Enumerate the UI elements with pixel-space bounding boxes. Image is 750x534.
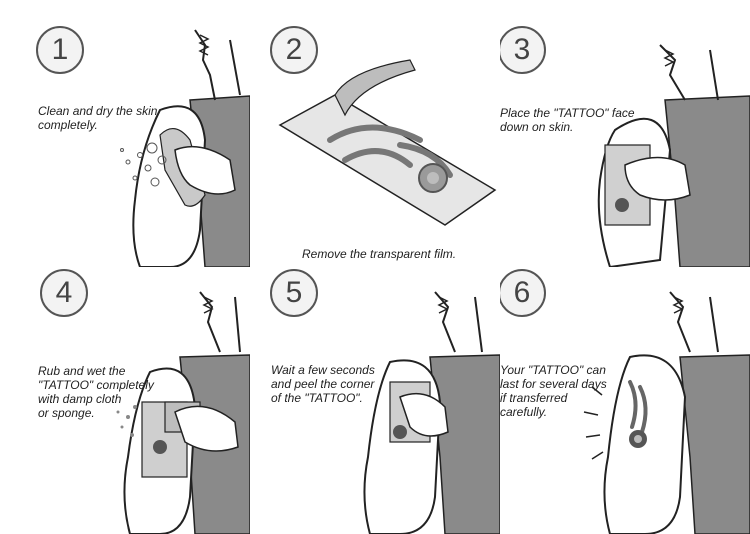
step-5-panel: 5 Wait a few seconds and peel the corner… [250,267,500,534]
caption-line: Remove the transparent film. [302,247,457,261]
caption-line: Wait a few seconds [271,363,375,377]
place-tattoo-illustration [597,44,750,267]
step-1-panel: 1 Clean and dry the skin completely. [0,0,250,267]
caption-line: and peel the corner [271,377,375,391]
peel-corner-illustration [363,291,500,534]
step-1-number: 1 [36,26,84,74]
step-5-number: 5 [270,269,318,317]
caption-line: carefully. [500,405,548,419]
caption-line: down on skin. [500,120,574,134]
wet-tattoo-illustration [116,291,250,534]
caption-line: with damp cloth [38,392,122,406]
step-6-caption: Your "TATTOO" can last for several days … [500,363,607,419]
step-2-panel: 2 Remove the transparent film. [250,0,500,267]
caption-line: Place the "TATTOO" face [500,106,635,120]
caption-line: completely. [38,118,98,132]
step-4-panel: 4 Rub and wet the "TATTOO" completely wi… [0,267,250,534]
caption-line: Clean and dry the skin [38,104,158,118]
step-3-caption: Place the "TATTOO" face down on skin. [500,106,635,134]
caption-line: Rub and wet the [38,364,126,378]
clean-skin-illustration [120,29,250,267]
step-2-caption: Remove the transparent film. [302,247,456,261]
caption-line: last for several days [500,377,607,391]
step-4-caption: Rub and wet the "TATTOO" completely with… [38,364,154,420]
remove-film-illustration [278,59,497,226]
caption-line: Your "TATTOO" can [500,363,606,377]
step-3-number: 3 [500,26,546,74]
caption-line: of the "TATTOO". [271,391,363,405]
finished-tattoo-illustration [583,291,750,534]
caption-line: if transferred [500,391,568,405]
step-1-caption: Clean and dry the skin completely. [38,104,157,132]
step-6-panel: 6 Your "TATTOO" can last for several day… [500,267,750,534]
step-3-panel: 3 Place the "TATTOO" face down on skin. [500,0,750,267]
step-2-number: 2 [270,26,318,74]
caption-line: or sponge. [38,406,95,420]
step-6-number: 6 [500,269,546,317]
step-4-number: 4 [40,269,88,317]
caption-line: "TATTOO" completely [38,378,154,392]
step-5-caption: Wait a few seconds and peel the corner o… [271,363,375,405]
